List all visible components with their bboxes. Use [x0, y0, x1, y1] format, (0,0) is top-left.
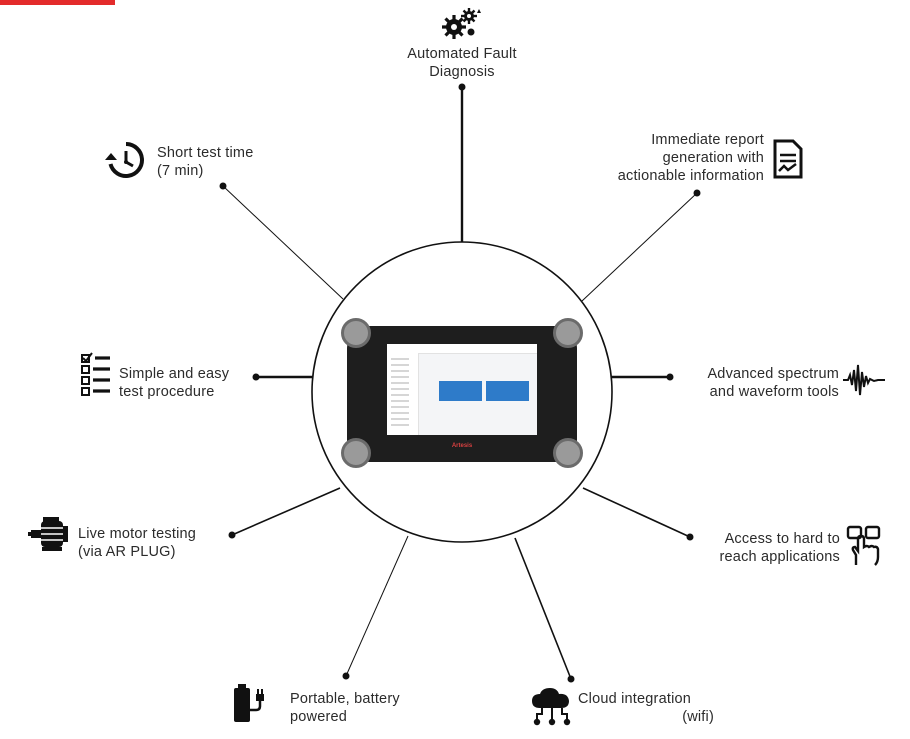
tablet-bumper: [341, 318, 371, 348]
feature-automated-line1: Automated Fault: [407, 46, 517, 62]
feature-report-line1: Immediate report: [651, 132, 764, 148]
gears-icon: [442, 8, 481, 39]
checklist-icon: [81, 352, 110, 396]
connector-access: [582, 487, 691, 538]
connector-short-test: [222, 185, 344, 300]
feature-report-line3: actionable information: [617, 168, 764, 184]
screen-topbar: [418, 344, 537, 354]
feature-short-test-line2: (7 min): [157, 163, 204, 179]
feature-cloud: Cloud integration (wifi): [578, 690, 714, 726]
dot-access: [686, 533, 694, 541]
dot-short-test: [219, 182, 227, 190]
feature-report-line2: generation with: [662, 150, 764, 166]
device-brand: Artesis: [451, 443, 473, 449]
dot-report: [693, 189, 701, 197]
connector-report: [581, 192, 698, 302]
tablet-bumper: [553, 438, 583, 468]
feature-report: Immediate report generation with actiona…: [594, 131, 764, 185]
cloud-network-icon: [532, 688, 571, 726]
feature-live-motor: Live motor testing (via AR PLUG): [78, 525, 196, 561]
dot-live-motor: [228, 531, 236, 539]
report-document-icon: [773, 139, 803, 179]
feature-spectrum-line2: and waveform tools: [709, 384, 839, 400]
feature-live-motor-line1: Live motor testing: [78, 526, 197, 542]
connector-portable: [345, 535, 409, 677]
dot-spectrum: [666, 373, 674, 381]
screen-tile: [439, 381, 482, 401]
feature-spectrum: Advanced spectrum and waveform tools: [670, 365, 839, 401]
tablet-bumper: [553, 318, 583, 348]
connector-live-motor: [231, 487, 341, 536]
feature-portable-line2: powered: [290, 709, 348, 725]
feature-cloud-line1: Cloud integration: [578, 691, 692, 707]
feature-access: Access to hard to reach applications: [680, 530, 840, 566]
feature-access-line1: Access to hard to: [724, 531, 840, 547]
feature-portable: Portable, battery powered: [290, 690, 400, 726]
dot-portable: [342, 672, 350, 680]
feature-short-test: Short test time (7 min): [157, 144, 253, 180]
motor-icon: [28, 517, 68, 551]
feature-access-line2: reach applications: [719, 549, 840, 565]
feature-simple-line2: test procedure: [119, 384, 215, 400]
feature-simple: Simple and easy test procedure: [119, 365, 229, 401]
feature-live-motor-line2: (via AR PLUG): [78, 544, 176, 560]
tablet-bumper: [341, 438, 371, 468]
dot-automated: [458, 83, 466, 91]
tablet-device: Artesis: [337, 318, 587, 468]
connector-cloud: [514, 537, 572, 680]
clock-icon: [105, 142, 144, 178]
waveform-icon: [843, 364, 885, 396]
tablet-screen: [387, 344, 537, 435]
screen-sidebar: [387, 344, 419, 435]
feature-automated-line2: Diagnosis: [429, 64, 495, 80]
feature-cloud-line2: (wifi): [682, 709, 714, 725]
accent-bar: [0, 0, 115, 5]
feature-short-test-line1: Short test time: [157, 145, 254, 161]
dot-simple: [252, 373, 260, 381]
feature-automated: Automated Fault Diagnosis: [396, 45, 528, 81]
battery-plug-icon: [234, 684, 264, 722]
dot-cloud: [567, 675, 575, 683]
feature-spectrum-line1: Advanced spectrum: [707, 366, 839, 382]
touch-hand-icon: [846, 525, 881, 566]
screen-tile: [486, 381, 529, 401]
feature-portable-line1: Portable, battery: [290, 691, 400, 707]
feature-simple-line1: Simple and easy: [119, 366, 230, 382]
